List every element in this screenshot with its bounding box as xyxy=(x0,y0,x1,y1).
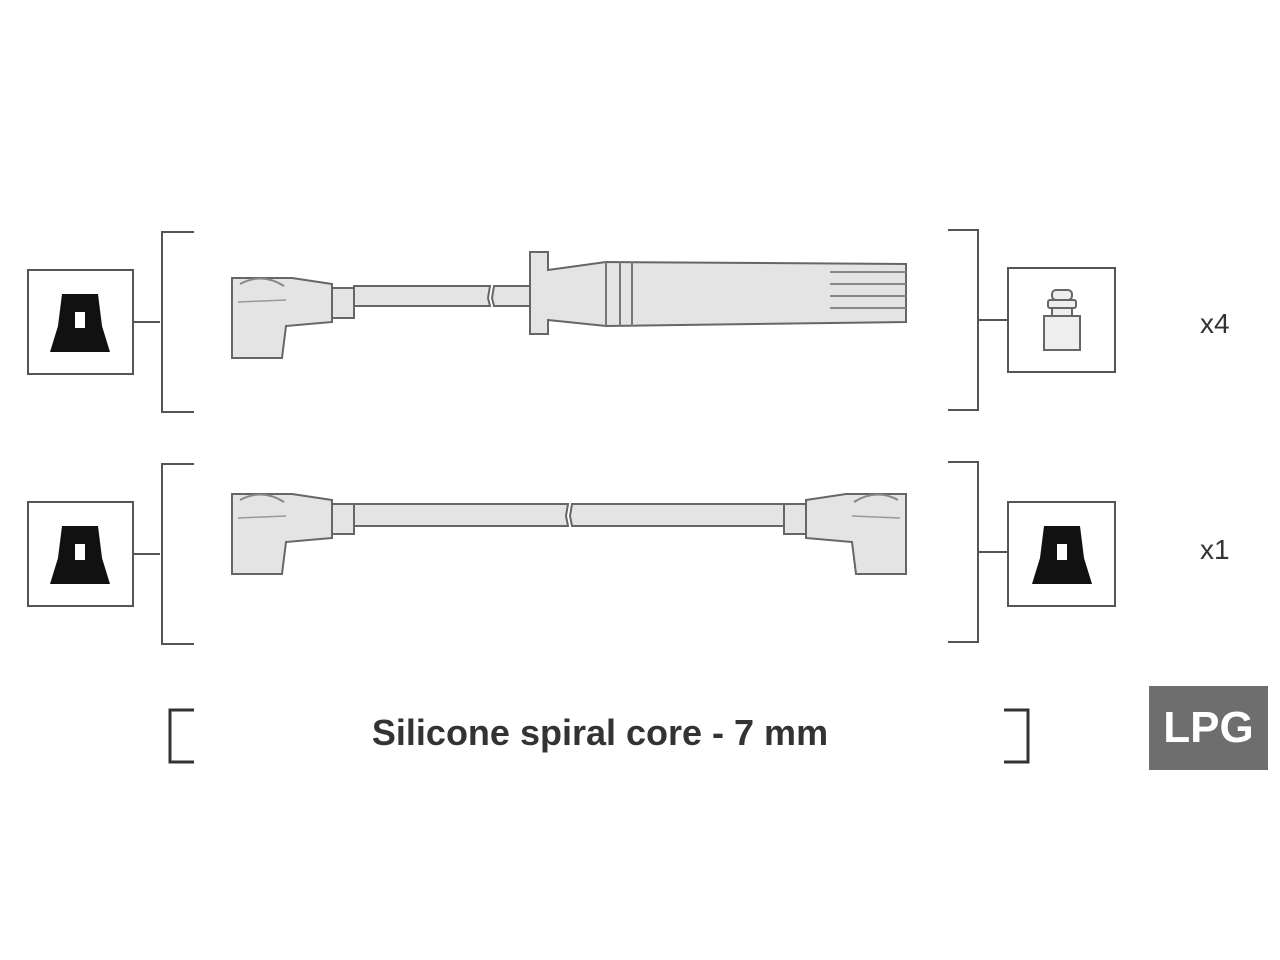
spec-bracket-left xyxy=(168,708,194,764)
left-bracket xyxy=(133,463,194,645)
right-bracket xyxy=(948,461,1008,643)
right-bracket xyxy=(948,229,1008,411)
angled-boot xyxy=(231,493,355,575)
cable-row-1 xyxy=(27,229,1116,413)
cable-row-2 xyxy=(27,461,1116,645)
quantity-label-row-1: x4 xyxy=(1200,308,1230,339)
straight-boot xyxy=(529,251,907,335)
lpg-badge: LPG xyxy=(1149,686,1268,770)
specification-label: Silicone spiral core - 7 mm xyxy=(371,712,829,753)
spec-bracket-right xyxy=(1004,708,1030,764)
cable-wire xyxy=(568,503,791,527)
cable-wire xyxy=(353,285,492,307)
angled-boot xyxy=(783,493,907,575)
quantity-label-row-2: x1 xyxy=(1200,534,1230,565)
cable-wire xyxy=(353,503,570,527)
left-bracket xyxy=(133,231,194,413)
angled-boot xyxy=(231,277,355,359)
